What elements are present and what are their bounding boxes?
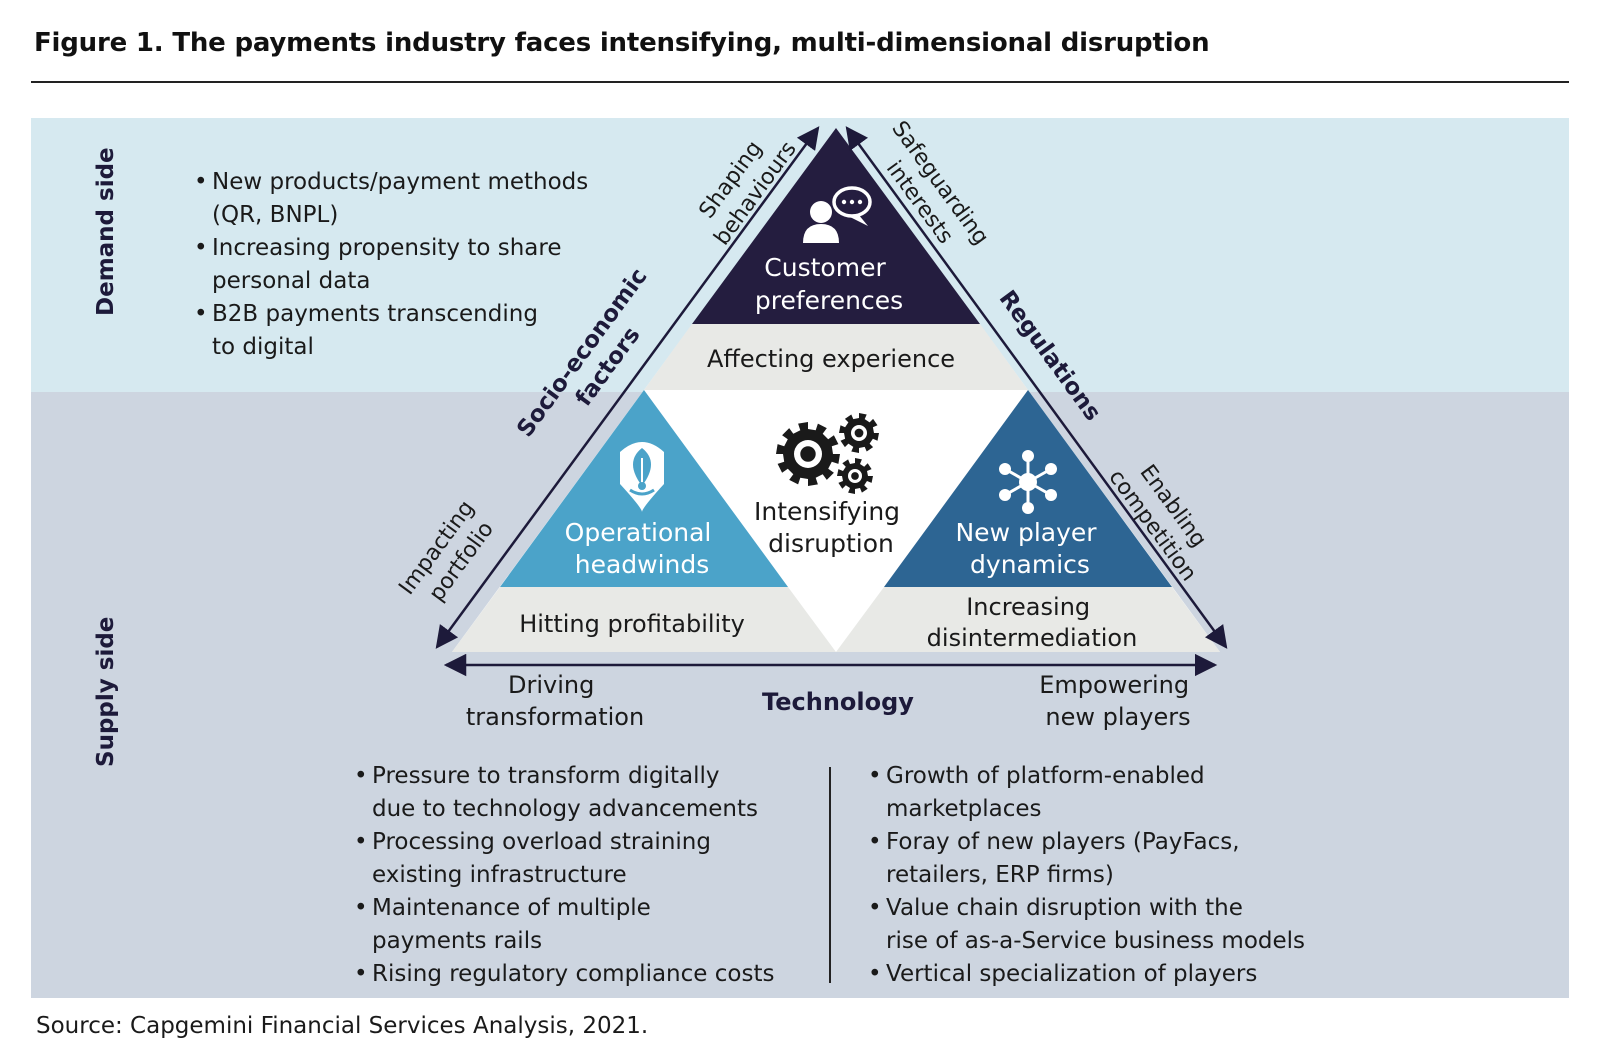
- new-player-dynamics-label: New player dynamics: [955, 518, 1104, 579]
- supply-left-bullet-item-line: Pressure to transform digitally: [372, 763, 720, 789]
- supply-left-bullet-item-line: existing infrastructure: [372, 862, 627, 888]
- supply-right-bullet-item-line: marketplaces: [886, 796, 1042, 822]
- driving-transformation-label: Driving transformation: [466, 671, 644, 731]
- supply-right-bullet-item-line: Value chain disruption with the: [886, 895, 1243, 921]
- regulations-arrow: [845, 126, 1228, 649]
- hitting-profitability-label: Hitting profitability: [519, 610, 745, 638]
- intensifying-disruption-label: Intensifying disruption: [754, 497, 908, 558]
- supply-right-bullet-item: Vertical specialization of players: [868, 958, 1328, 991]
- supply-right-bullet-item-line: Growth of platform-enabled: [886, 763, 1205, 789]
- operational-headwinds-label: Operational headwinds: [565, 518, 720, 579]
- impacting-portfolio-label: Impacting portfolio: [394, 490, 506, 616]
- customer-preferences-label: Customer preferences: [755, 253, 903, 315]
- increasing-disintermediation-label: Increasing disintermediation: [927, 593, 1138, 652]
- supply-left-bullet-item-line: Processing overload straining: [372, 829, 711, 855]
- supply-left-bullet-item: Processing overload straining existing in…: [354, 826, 794, 892]
- supply-left-bullet-item-line: due to technology advancements: [372, 796, 758, 822]
- supply-right-bullet-item-line: rise of as-a-Service business models: [886, 928, 1306, 954]
- gears-icon: [776, 413, 879, 494]
- supply-left-bullet-item: Rising regulatory compliance costs: [354, 958, 794, 991]
- demand-bullet-item-line: personal data: [212, 268, 371, 294]
- supply-left-bullet-item: Pressure to transform digitally due to te…: [354, 760, 794, 826]
- affecting-experience-label: Affecting experience: [707, 345, 955, 373]
- technology-label: Technology: [762, 688, 914, 716]
- demand-bullet-item-line: (QR, BNPL): [212, 202, 339, 228]
- supply-left-bullet-item: Maintenance of multiple payments rails: [354, 892, 794, 958]
- supply-right-bullet-item: Growth of platform-enabled marketplaces: [868, 760, 1328, 826]
- socio-economic-arrow: [435, 126, 820, 649]
- supply-right-bullet-item: Value chain disruption with the rise of a…: [868, 892, 1328, 958]
- supply-right-bullet-list: Growth of platform-enabled marketplacesFo…: [868, 760, 1328, 991]
- supply-right-bullet-item-line: retailers, ERP firms): [886, 862, 1114, 888]
- empowering-new-players-label: Empowering new players: [1039, 671, 1196, 731]
- supply-right-bullet-item-line: Foray of new players (PayFacs,: [886, 829, 1240, 855]
- bullet-divider: [829, 767, 831, 983]
- supply-left-bullet-item-line: payments rails: [372, 928, 543, 954]
- supply-left-bullet-item-line: Rising regulatory compliance costs: [372, 961, 775, 987]
- supply-right-bullet-item: Foray of new players (PayFacs, retailers,…: [868, 826, 1328, 892]
- network-hub-icon: [999, 450, 1057, 514]
- title-rule: [31, 81, 1569, 83]
- leaf-shield-icon: [620, 442, 664, 512]
- supply-left-bullet-item-line: Maintenance of multiple: [372, 895, 651, 921]
- supply-left-bullet-list: Pressure to transform digitally due to te…: [354, 760, 794, 991]
- figure-title: Figure 1. The payments industry faces in…: [34, 28, 1210, 58]
- demand-bullet-item-line: to digital: [212, 334, 314, 360]
- people-chat-icon: [803, 186, 872, 243]
- source-note: Source: Capgemini Financial Services Ana…: [36, 1013, 649, 1039]
- supply-right-bullet-item-line: Vertical specialization of players: [886, 961, 1258, 987]
